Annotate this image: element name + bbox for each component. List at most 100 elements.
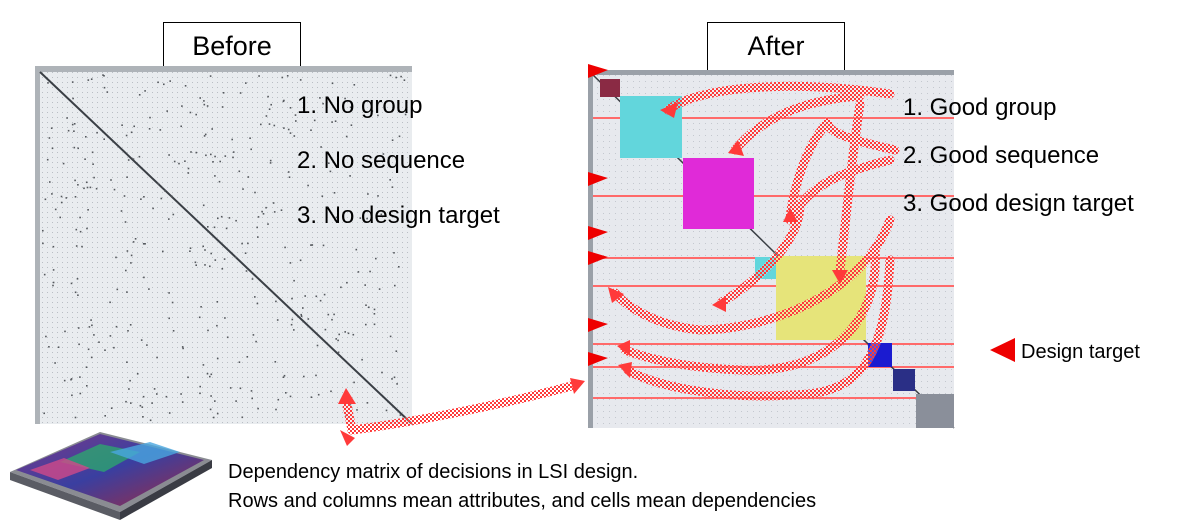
dependency-dot [395, 76, 397, 79]
dependency-dot [127, 330, 129, 332]
dependency-dot [399, 414, 402, 416]
dependency-dot [284, 246, 286, 249]
dependency-dot [77, 184, 79, 186]
dependency-dot [79, 392, 82, 395]
dependency-dot [116, 288, 119, 291]
dependency-dot [195, 264, 197, 266]
dependency-dot [165, 395, 168, 398]
dependency-dot [244, 252, 247, 254]
dependency-dot [126, 361, 128, 363]
dependency-dot [77, 327, 80, 329]
dependency-dot [202, 245, 204, 248]
dependency-dot [290, 323, 293, 326]
dependency-dot [157, 182, 160, 185]
dependency-dot [291, 297, 293, 300]
dependency-dot [73, 130, 75, 132]
dependency-dot [212, 416, 215, 419]
flag-icon [588, 352, 608, 366]
dependency-dot [295, 120, 297, 122]
dependency-dot [190, 151, 192, 153]
arrow [717, 155, 895, 307]
arrow [620, 245, 880, 375]
dependency-dot [93, 176, 95, 179]
dependency-dot [195, 113, 197, 116]
dependency-dot [235, 400, 237, 402]
dependency-dot [210, 373, 213, 376]
dependency-dot [77, 294, 79, 296]
dependency-dot [381, 371, 383, 374]
dependency-dot [64, 330, 66, 333]
dependency-dot [189, 247, 192, 249]
dependency-dot [367, 193, 369, 195]
arrowhead [783, 208, 798, 222]
dependency-dot [214, 259, 217, 261]
dependency-dot [324, 328, 327, 331]
dependency-dot [126, 291, 128, 293]
arrow [730, 91, 865, 155]
block-navy [893, 369, 915, 391]
arrowhead [712, 296, 726, 312]
dependency-dot [79, 216, 81, 219]
dependency-dot [280, 209, 283, 211]
dependency-dot [71, 394, 73, 397]
dependency-dot [310, 396, 313, 398]
dependency-dot [142, 395, 145, 398]
dependency-dot [206, 105, 209, 107]
dependency-dot [204, 249, 206, 251]
dependency-dot [67, 129, 70, 132]
dependency-dot [268, 108, 271, 110]
dependency-dot [285, 392, 287, 394]
dependency-dot [340, 286, 342, 289]
dependency-dot [315, 374, 317, 377]
after-title: After [707, 22, 845, 72]
dependency-dot [226, 336, 229, 339]
dependency-dot [71, 123, 74, 126]
dependency-dot [203, 135, 206, 137]
dependency-dot [202, 364, 205, 366]
dependency-dot [46, 158, 49, 161]
dependency-dot [246, 356, 249, 358]
dependency-dot [217, 217, 219, 220]
dependency-dot [70, 282, 73, 285]
dependency-dot [331, 318, 333, 321]
dependency-dot [365, 304, 367, 306]
dependency-dot [281, 76, 284, 79]
dependency-dot [300, 313, 302, 316]
dependency-dot [81, 245, 83, 248]
dependency-dot [130, 262, 132, 264]
dependency-dot [136, 373, 139, 375]
dependency-dot [110, 179, 112, 181]
dependency-dot [178, 162, 180, 165]
dependency-dot [199, 392, 201, 395]
dependency-dot [87, 79, 90, 81]
dependency-dot [153, 388, 156, 390]
dependency-dot [225, 227, 228, 230]
dependency-dot [182, 347, 184, 350]
dependency-dot [400, 75, 402, 78]
dependency-dot [77, 147, 79, 150]
dependency-dot [103, 86, 106, 89]
arrow [347, 380, 580, 435]
dependency-dot [228, 217, 231, 219]
arrow [785, 116, 900, 225]
dependency-dot [365, 323, 367, 326]
arrowhead [608, 287, 624, 303]
dependency-dot [368, 306, 370, 309]
dependency-dot [75, 245, 78, 247]
dependency-dot [157, 81, 159, 84]
dependency-dot [42, 229, 44, 232]
dependency-dot [317, 393, 320, 396]
dependency-dot [187, 167, 190, 170]
dependency-dot [51, 193, 53, 195]
dependency-dot [232, 156, 234, 159]
dependency-dot [50, 127, 53, 129]
dependency-dot [72, 97, 74, 100]
dependency-dot [138, 155, 141, 158]
dependency-dot [224, 317, 226, 319]
dependency-dot [220, 215, 223, 218]
dependency-dot [307, 318, 310, 320]
dependency-dot [47, 82, 49, 84]
dependency-dot [132, 241, 135, 243]
